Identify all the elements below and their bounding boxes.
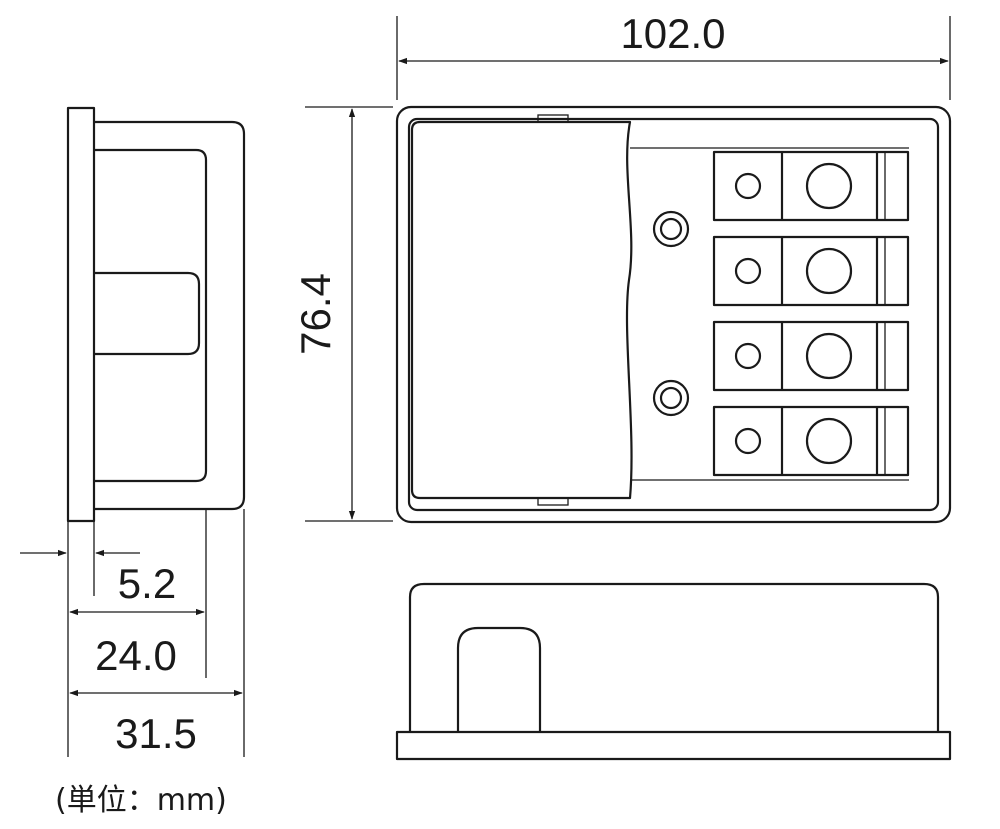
dim-flange-label: 5.2 [118, 560, 176, 607]
terminal-3 [712, 320, 910, 392]
bottom-view [395, 582, 952, 761]
terminal-4 [712, 405, 910, 477]
dim-depth-total-label: 31.5 [115, 710, 197, 757]
terminal-2 [712, 235, 910, 307]
side-dimensions: 5.2 24.0 31.5 [20, 509, 245, 757]
front-dimensions: 102.0 76.4 [292, 10, 951, 522]
dim-depth-inner-label: 24.0 [95, 632, 177, 679]
side-view [66, 106, 246, 523]
front-view [395, 105, 952, 524]
dim-height-label: 76.4 [292, 273, 339, 355]
dim-width-label: 102.0 [620, 10, 725, 57]
unit-label: (単位：mm) [55, 783, 227, 818]
terminal-1 [712, 150, 910, 222]
